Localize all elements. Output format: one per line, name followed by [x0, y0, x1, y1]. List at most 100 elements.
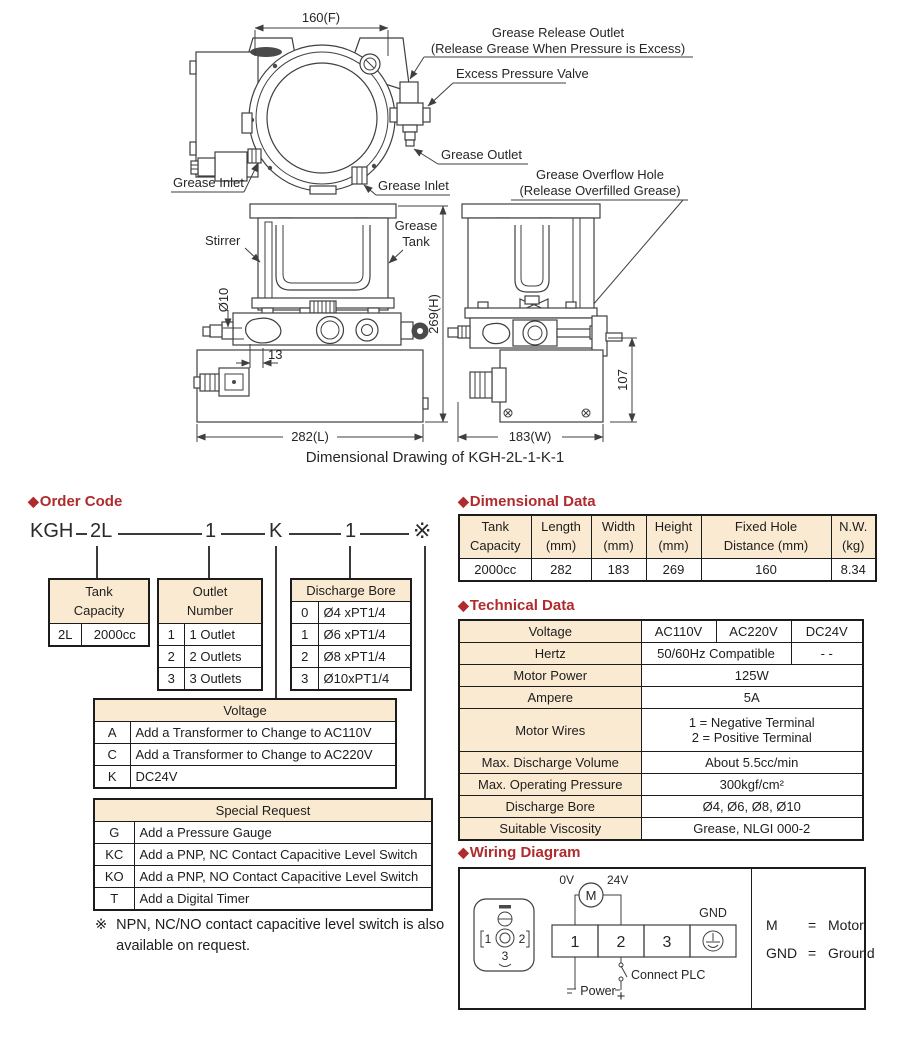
code-prefix: KGH — [30, 520, 74, 542]
svg-text:Grease Outlet: Grease Outlet — [441, 147, 522, 162]
top-view: 160(F) Grease Release Outlet (Release Gr… — [171, 10, 693, 321]
code-voltage: K — [269, 520, 283, 542]
drawing-caption: Dimensional Drawing of KGH-2L-1-K-1 — [306, 449, 564, 466]
dim-269H: 269(H) — [398, 205, 448, 423]
svg-text:13: 13 — [268, 347, 282, 362]
code-line-1 — [118, 533, 202, 535]
connector-line-bore — [349, 546, 351, 578]
dim-107: 107 — [608, 337, 637, 423]
ground-symbol-icon — [702, 930, 724, 952]
connector-line-tank — [96, 546, 98, 578]
terminal-1: 1 — [571, 934, 580, 951]
connector-pin-3: 3 — [502, 949, 509, 963]
label-grease-overflow-hole: Grease Overflow Hole (Release Overfilled… — [511, 167, 688, 321]
connector-pin-1: 1 — [485, 932, 492, 946]
svg-text:Grease Release Outlet: Grease Release Outlet — [492, 25, 625, 40]
footnote-marker: ※ — [95, 917, 108, 933]
label-grease-outlet: Grease Outlet — [413, 147, 528, 165]
excess-pressure-valve-part — [389, 81, 431, 147]
label-grease-inlet-left: Grease Inlet — [171, 162, 259, 193]
table-row: Voltage AC110V AC220V DC24V — [458, 619, 864, 643]
dim-160F-label: 160(F) — [302, 10, 340, 25]
zero-volt-label: 0V — [559, 873, 574, 887]
power-label: Power — [580, 984, 615, 998]
svg-text:Tank: Tank — [402, 234, 430, 249]
code-line-3 — [289, 533, 341, 535]
wiring-schematic: 1 2 3 M 0V 24V — [460, 869, 752, 1008]
legend-ground: GND = Ground — [766, 944, 875, 961]
dim-13: 13 — [236, 344, 282, 368]
code-line-4 — [360, 533, 409, 535]
dimensional-data-title: ◆Dimensional Data — [458, 493, 596, 510]
wiring-legend: M = Motor GND = Ground — [752, 869, 875, 1008]
svg-text:(Release Overfilled Grease): (Release Overfilled Grease) — [519, 183, 680, 198]
code-tank: 2L — [90, 520, 113, 542]
grease-inlet-left-part — [190, 148, 262, 182]
plus-symbol: + — [617, 988, 626, 1004]
motor-circuit: M 0V 24V — [559, 873, 628, 925]
front-view: Ø10 13 269(H) — [193, 203, 448, 444]
diamond-icon: ◆ — [28, 493, 39, 509]
svg-text:Grease Inlet: Grease Inlet — [378, 178, 449, 193]
grease-inlet-right-part — [351, 166, 368, 185]
svg-text:282(L): 282(L) — [291, 429, 329, 444]
electrical-connector-front — [193, 367, 250, 397]
table-row: Max. Discharge Volume About 5.5cc/min — [458, 751, 864, 774]
side-view: 107 183(W) — [447, 203, 637, 444]
terminal-2: 2 — [617, 934, 626, 951]
pump-spring — [309, 300, 337, 314]
svg-text:Grease: Grease — [395, 218, 438, 233]
table-row: Ampere 5A — [458, 686, 864, 709]
wiring-diagram-box: 1 2 3 M 0V 24V — [458, 867, 875, 1010]
diamond-icon: ◆ — [458, 597, 469, 613]
24v-label: 24V — [607, 873, 628, 887]
power-plc-circuit: Power + Connect PLC — [567, 957, 705, 1005]
technical-data-title: ◆Technical Data — [458, 597, 575, 614]
terminal-3: 3 — [663, 934, 672, 951]
connector-line-special — [424, 546, 426, 798]
svg-text:183(W): 183(W) — [509, 429, 552, 444]
label-excess-pressure-valve: Excess Pressure Valve — [427, 66, 589, 107]
diamond-icon: ◆ — [458, 844, 469, 860]
svg-text:Grease Inlet: Grease Inlet — [173, 175, 244, 190]
table-row: Discharge Bore Ø4, Ø6, Ø8, Ø10 — [458, 795, 864, 818]
dim-160F: 160(F) — [254, 10, 389, 56]
table-row: Motor Wires 1 = Negative Terminal 2 = Po… — [458, 708, 864, 752]
svg-text:269(H): 269(H) — [426, 294, 441, 334]
dimensional-drawing: 160(F) Grease Release Outlet (Release Gr… — [171, 10, 693, 466]
footnote-text: NPN, NC/NO contact capacitive level swit… — [116, 917, 445, 955]
label-grease-release-outlet: Grease Release Outlet (Release Grease Wh… — [409, 25, 693, 80]
connector-pin-2: 2 — [519, 932, 526, 946]
dim-282L: 282(L) — [196, 424, 424, 444]
electrical-connector-side — [469, 367, 507, 403]
diamond-icon: ◆ — [458, 493, 469, 509]
footnote: ※ NPN, NC/NO contact capacitive level sw… — [95, 915, 447, 957]
label-stirrer: Stirrer — [205, 233, 261, 263]
legend-motor: M = Motor — [766, 916, 864, 933]
brand-logo — [250, 47, 282, 57]
dim-183W: 183(W) — [457, 402, 604, 444]
svg-text:107: 107 — [615, 369, 630, 391]
table-row: 2L 2000cc — [48, 623, 150, 647]
svg-text:Grease Overflow Hole: Grease Overflow Hole — [536, 167, 664, 182]
svg-text:Ø10: Ø10 — [216, 288, 231, 313]
label-grease-inlet-right: Grease Inlet — [363, 178, 450, 196]
code-special: ※ — [413, 518, 432, 543]
motor-symbol: M — [586, 888, 597, 903]
